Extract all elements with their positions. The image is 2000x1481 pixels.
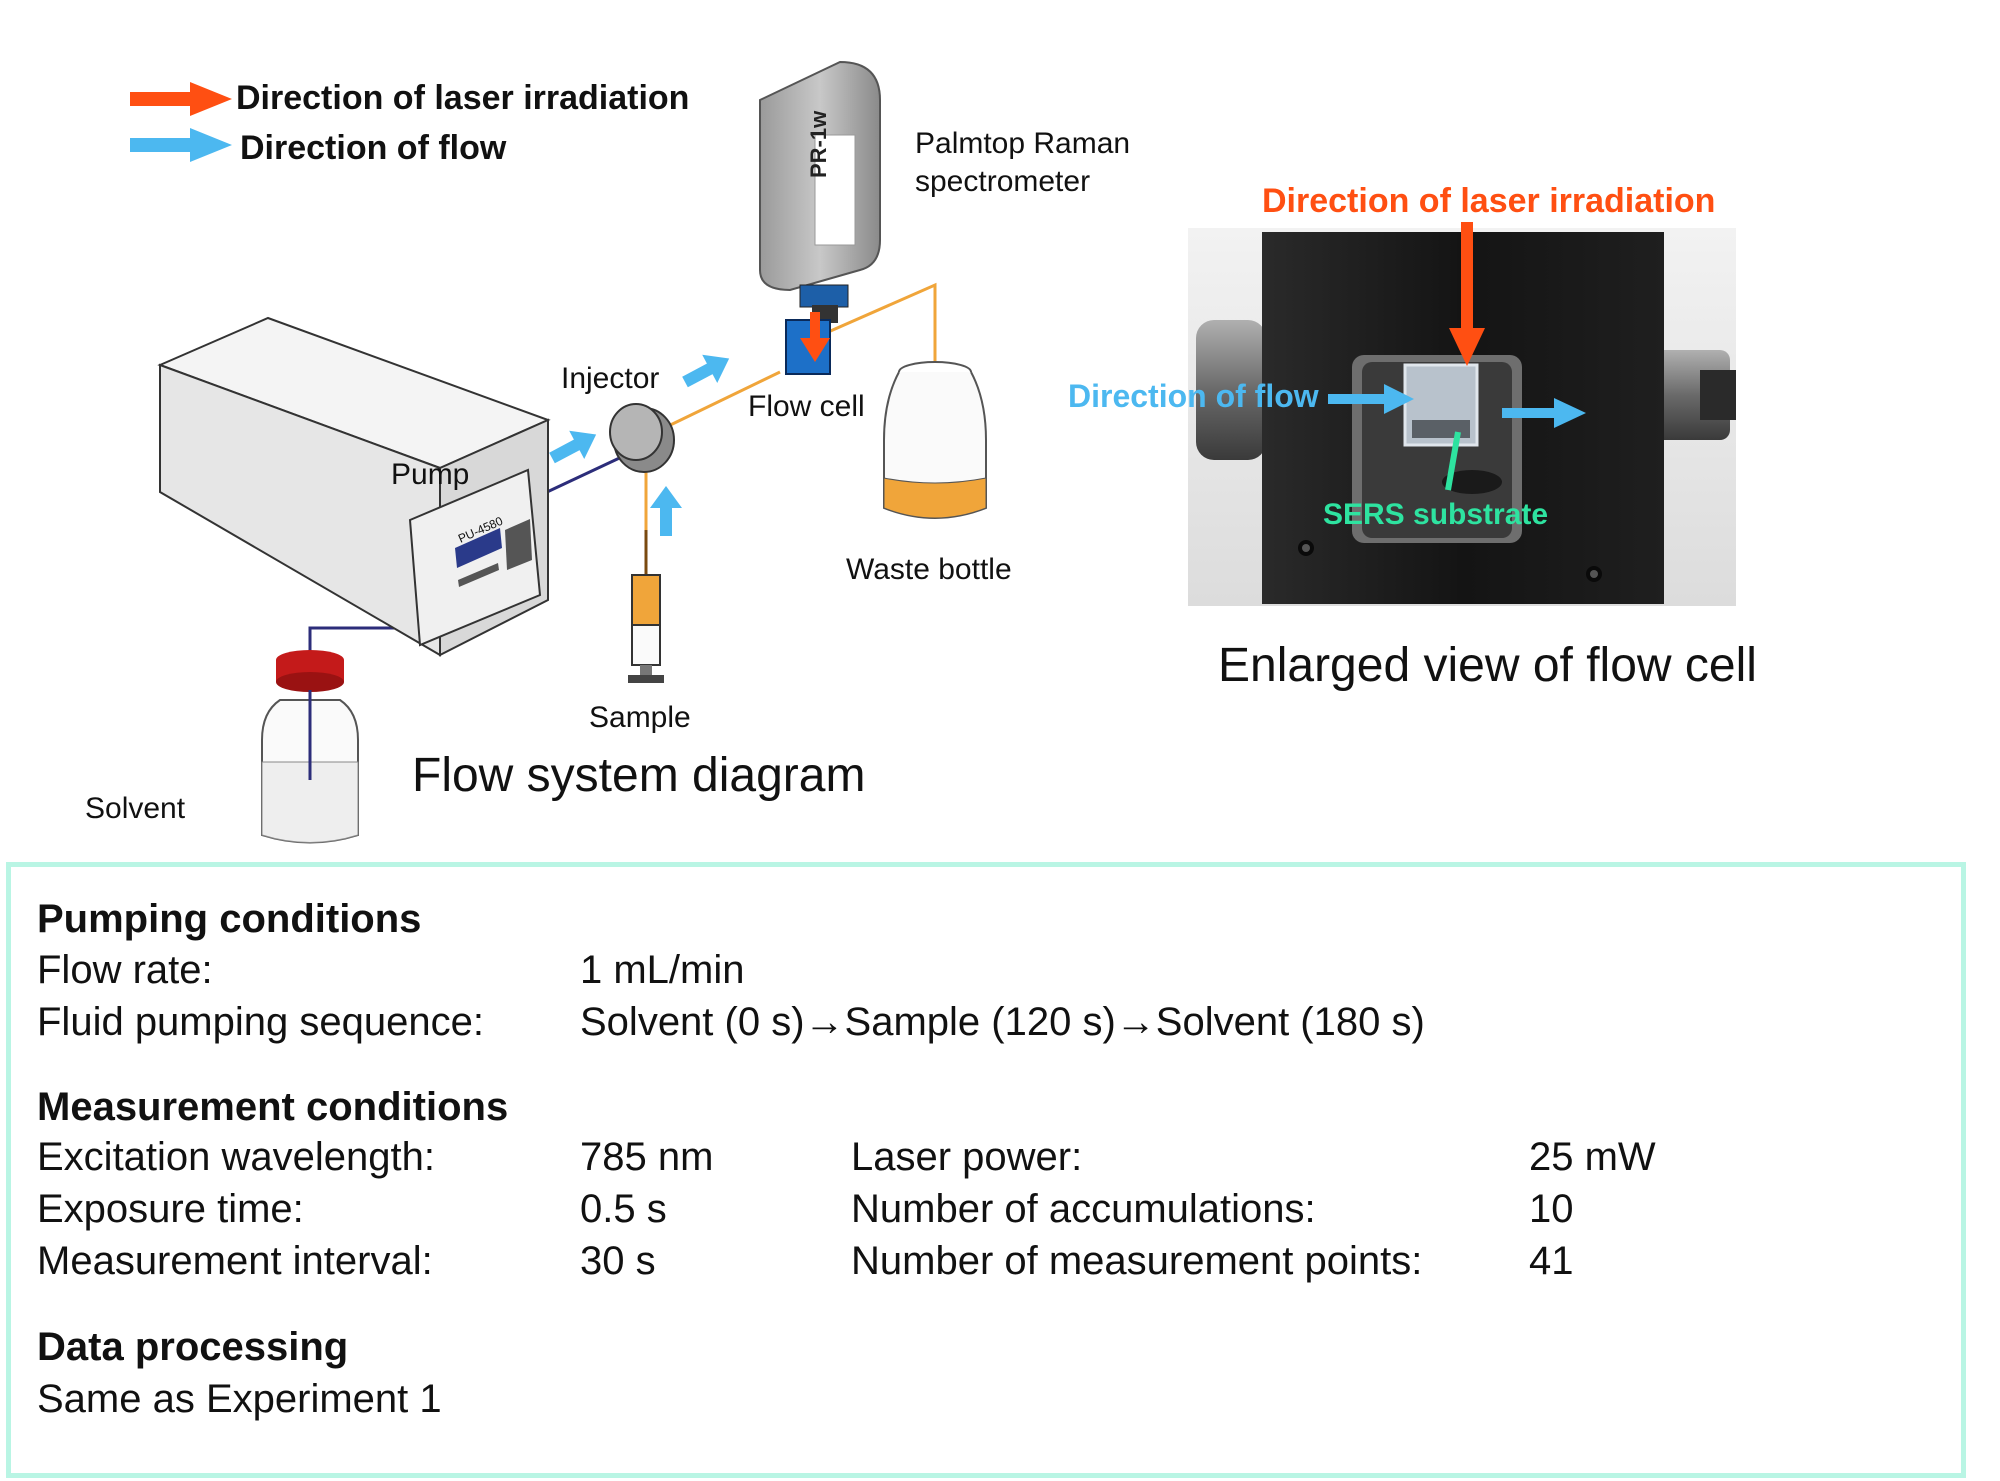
legend-flow-label: Direction of flow — [240, 129, 507, 167]
pumping-sequence-label: Fluid pumping sequence: — [37, 1000, 484, 1044]
excitation-wavelength-value: 785 nm — [580, 1135, 714, 1179]
injector-label: Injector — [561, 362, 660, 395]
exposure-time-label: Exposure time: — [37, 1187, 304, 1231]
diagram-flow-arrows — [549, 354, 730, 536]
flow-system-figure: Direction of laser irradiation Direction… — [85, 60, 1757, 844]
injector-illustration — [609, 403, 675, 473]
flow-cell-label: Flow cell — [748, 390, 865, 423]
waste-bottle-illustration — [883, 361, 987, 519]
exposure-time-value: 0.5 s — [580, 1187, 667, 1231]
enlarged-view-caption: Enlarged view of flow cell — [1218, 639, 1757, 692]
accumulations-label: Number of accumulations: — [851, 1187, 1316, 1231]
legend-laser-arrow — [130, 82, 232, 116]
pumping-conditions-title: Pumping conditions — [37, 897, 422, 941]
data-processing-title: Data processing — [37, 1325, 349, 1369]
flow-system-drawing — [130, 60, 1736, 844]
measurement-interval-value: 30 s — [580, 1239, 656, 1283]
legend-flow-arrow — [130, 128, 232, 162]
spectrometer-illustration — [759, 60, 881, 323]
flow-system-caption: Flow system diagram — [412, 749, 866, 802]
photo-flow-label: Direction of flow — [1068, 378, 1319, 414]
laser-power-label: Laser power: — [851, 1135, 1083, 1179]
measurement-interval-label: Measurement interval: — [37, 1239, 433, 1283]
laser-power-value: 25 mW — [1529, 1135, 1656, 1179]
flow-cell-illustration — [785, 312, 831, 375]
conditions-panel: Pumping conditions Flow rate: 1 mL/min F… — [6, 862, 1966, 1478]
measurement-points-value: 41 — [1529, 1239, 1574, 1283]
flow-cell-photo — [1188, 222, 1736, 606]
measurement-conditions-title: Measurement conditions — [37, 1085, 509, 1129]
solvent-bottle-illustration — [261, 650, 359, 844]
waste-bottle-label: Waste bottle — [846, 553, 1012, 586]
syringe-illustration — [628, 530, 664, 683]
pump-illustration — [157, 316, 551, 657]
spectrometer-label-line1: Palmtop Raman — [915, 127, 1131, 160]
spectrometer-label: Palmtop Raman spectrometer — [915, 125, 1130, 201]
photo-laser-label: Direction of laser irradiation — [1262, 182, 1716, 220]
legend-laser-label: Direction of laser irradiation — [236, 79, 690, 117]
accumulations-value: 10 — [1529, 1187, 1574, 1231]
pumping-sequence-value: Solvent (0 s)→Sample (120 s)→Solvent (18… — [580, 1000, 1425, 1044]
pump-label: Pump — [391, 458, 470, 491]
flow-rate-label: Flow rate: — [37, 948, 213, 992]
sample-label: Sample — [589, 701, 691, 734]
measurement-points-label: Number of measurement points: — [851, 1239, 1423, 1283]
spectrometer-label-line2: spectrometer — [915, 165, 1091, 198]
data-processing-text: Same as Experiment 1 — [37, 1377, 442, 1421]
flow-rate-value: 1 mL/min — [580, 948, 745, 992]
solvent-label: Solvent — [85, 792, 186, 825]
sers-substrate-label: SERS substrate — [1323, 498, 1549, 531]
excitation-wavelength-label: Excitation wavelength: — [37, 1135, 436, 1179]
device-model-label: PR-1w — [806, 110, 831, 178]
